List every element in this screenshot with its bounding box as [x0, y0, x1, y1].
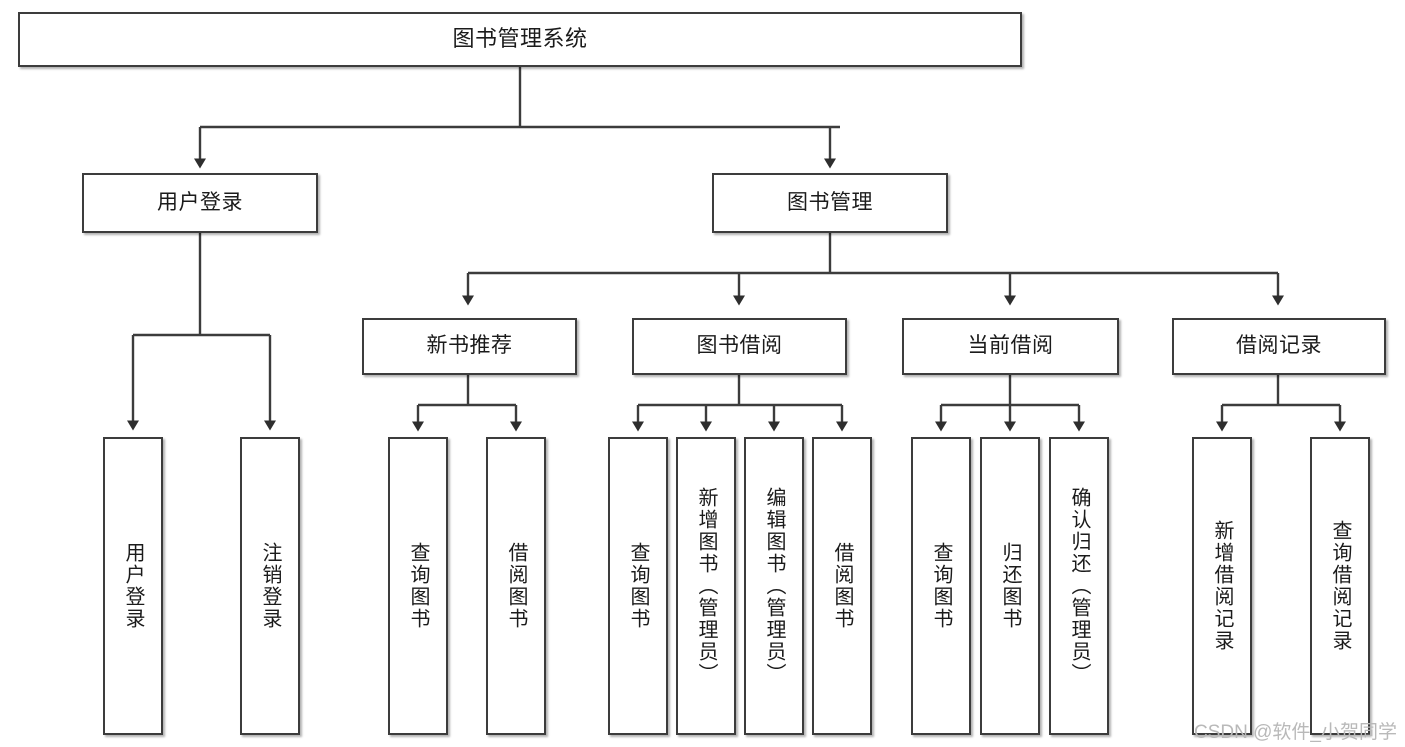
node-label: 借阅图书	[505, 542, 527, 630]
leaf-edit-book-admin[interactable]: 编辑图书（管理员）	[744, 437, 804, 735]
node-label: 查询图书	[627, 542, 649, 630]
node-label: 归还图书	[999, 542, 1021, 630]
leaf-user-login[interactable]: 用户登录	[103, 437, 163, 735]
node-new-book-recommend[interactable]: 新书推荐	[362, 318, 577, 375]
leaf-confirm-return-admin[interactable]: 确认归还（管理员）	[1049, 437, 1109, 735]
leaf-add-borrow-record[interactable]: 新增借阅记录	[1192, 437, 1252, 735]
leaf-add-book-admin[interactable]: 新增图书（管理员）	[676, 437, 736, 735]
leaf-query-borrow-record[interactable]: 查询借阅记录	[1310, 437, 1370, 735]
node-label: 注销登录	[259, 542, 281, 630]
node-root-system[interactable]: 图书管理系统	[18, 12, 1022, 67]
leaf-borrow-book-recommend[interactable]: 借阅图书	[486, 437, 546, 735]
node-label: 图书借阅	[696, 334, 783, 358]
node-label: 图书管理系统	[452, 26, 588, 52]
node-label: 新书推荐	[426, 334, 513, 358]
node-borrow-records[interactable]: 借阅记录	[1172, 318, 1386, 375]
node-label: 用户登录	[157, 190, 243, 214]
node-label: 查询图书	[930, 542, 952, 630]
leaf-return-book[interactable]: 归还图书	[980, 437, 1040, 735]
node-label: 确认归还（管理员）	[1068, 487, 1090, 685]
node-label: 新增借阅记录	[1211, 520, 1233, 652]
node-book-management[interactable]: 图书管理	[712, 173, 948, 233]
leaf-logout[interactable]: 注销登录	[240, 437, 300, 735]
node-current-borrow[interactable]: 当前借阅	[902, 318, 1119, 375]
leaf-borrow-book[interactable]: 借阅图书	[812, 437, 872, 735]
node-label: 用户登录	[122, 542, 144, 630]
node-label: 图书管理	[787, 190, 873, 214]
watermark: CSDN @软件_小贺同学	[1194, 722, 1397, 743]
node-label: 借阅记录	[1236, 334, 1322, 358]
node-label: 新增图书（管理员）	[695, 487, 717, 685]
node-book-borrow[interactable]: 图书借阅	[632, 318, 847, 375]
node-label: 当前借阅	[967, 334, 1054, 358]
leaf-query-book-recommend[interactable]: 查询图书	[388, 437, 448, 735]
leaf-query-book-current[interactable]: 查询图书	[911, 437, 971, 735]
node-label: 借阅图书	[831, 542, 853, 630]
node-user-login[interactable]: 用户登录	[82, 173, 318, 233]
node-label: 查询借阅记录	[1329, 520, 1351, 652]
leaf-query-book-borrow[interactable]: 查询图书	[608, 437, 668, 735]
node-label: 编辑图书（管理员）	[763, 487, 785, 685]
node-label: 查询图书	[407, 542, 429, 630]
